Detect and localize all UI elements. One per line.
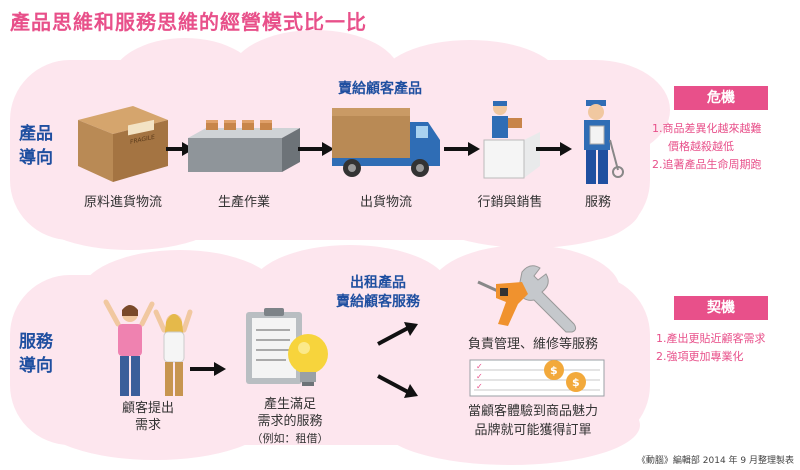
crisis-badge: 危機 [674,86,768,110]
customers-icon [103,299,193,396]
product-oriented-label: 產品 導向 [16,122,56,170]
svg-text:✓: ✓ [476,372,483,381]
product-label-line1: 產品 [19,124,53,144]
opportunity-note-1: 1.產出更貼近顧客需求 [656,332,766,345]
step-service: 服務 [584,195,611,210]
customer-need-caption: 顧客提出 需求 [108,400,188,434]
cardboard-box-icon: FRAGILE [78,106,168,182]
service-label-line1: 服務 [19,332,53,352]
service-heading-line2: 賣給顧客服務 [336,294,420,310]
conveyor-belt-icon [188,120,300,172]
svg-text:✓: ✓ [476,382,483,391]
product-heading: 賣給顧客產品 [338,81,422,97]
flow-arrow-4 [536,142,572,156]
opportunity-badge: 契機 [674,296,768,320]
crisis-note-2: 2.追著產品生命周期跑 [652,158,762,171]
create-service-example: （例如：租借） [251,432,329,445]
step-outbound-logistics: 出貨物流 [359,195,412,210]
customer-need-line2: 需求 [134,418,161,433]
step-production: 生產作業 [217,195,270,210]
service-worker-icon [584,100,624,184]
service-heading: 出租產品 賣給顧客服務 [318,274,438,312]
step-materials-inbound: 原料進貨物流 [83,195,162,210]
outcome-experience-line2: 品牌就可能獲得訂單 [474,423,592,438]
create-service-line2: 需求的服務 [257,414,323,429]
create-service-line1: 產生滿足 [263,397,316,412]
drill-wrench-icon [477,265,577,333]
crisis-note-1-cont: 價格越殺越低 [668,140,734,153]
outcome-experience-line1: 當顧客體驗到商品魅力 [467,404,598,419]
create-service-caption: 產生滿足 需求的服務 （例如：租借） [238,396,342,447]
source-credit: 《動腦》編輯部 2014 年 9 月整理製表 [636,456,794,466]
step-marketing-sales: 行銷與銷售 [477,195,543,210]
opportunity-note-2: 2.強項更加專業化 [656,350,744,363]
service-oriented-label: 服務 導向 [16,330,56,378]
coin-symbol-1: $ [550,364,558,377]
service-label-line2: 導向 [19,356,53,376]
clipboard-lightbulb-icon [246,308,328,386]
outcome-management-caption: 負責管理、維修等服務 [467,337,598,352]
flow-arrow-3 [444,142,480,156]
service-arrow-up [377,322,418,346]
checklist-coins-icon: ✓✓✓ $ $ [469,359,605,397]
salesperson-counter-icon [483,101,540,179]
flow-arrow-2 [298,142,334,156]
service-heading-line1: 出租產品 [350,275,406,291]
crisis-note-1: 1.商品差異化越來越難 [652,122,762,135]
customer-need-line1: 顧客提出 [121,401,174,416]
outcome-experience-caption: 當顧客體驗到商品魅力 品牌就可能獲得訂單 [448,402,618,440]
coin-symbol-2: $ [572,376,580,389]
delivery-truck-icon [332,108,440,177]
svg-text:✓: ✓ [476,362,483,371]
service-arrow-1 [190,362,226,376]
product-label-line2: 導向 [19,148,53,168]
service-arrow-down [377,374,418,398]
